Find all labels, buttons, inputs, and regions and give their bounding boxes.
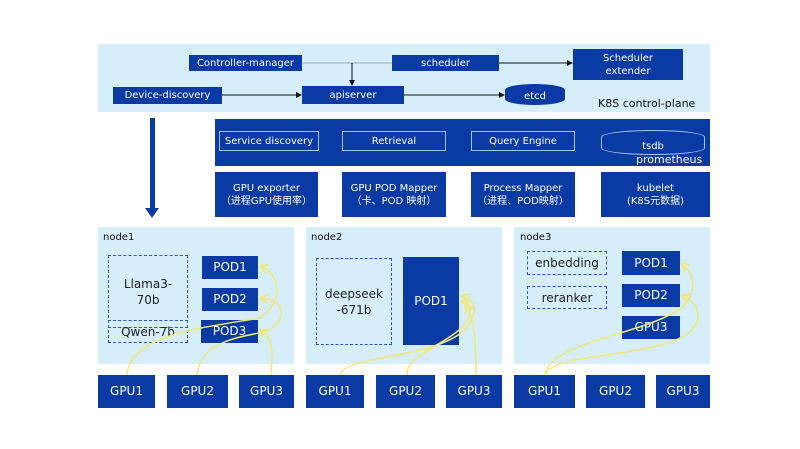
- kubelet-box: kubelet(K8S元数据): [601, 172, 710, 217]
- device-discovery-box: Device-discovery: [113, 87, 222, 104]
- link-n3-gpu1-pod2: [544, 296, 699, 376]
- link-n2-gpu2-pod1: [406, 302, 471, 376]
- controller-manager-box: Controller-manager: [189, 55, 302, 71]
- node2-label: node2: [311, 232, 343, 243]
- node3-gpu1: GPU1: [514, 375, 575, 408]
- reranker-model: reranker: [527, 286, 607, 309]
- node3-label: node3: [520, 232, 552, 243]
- link-n2-gpu1-pod1: [339, 296, 475, 376]
- process-mapper-box: Process Mapper（进程、POD映射）: [471, 172, 575, 217]
- exporter-title: Process Mapper: [483, 182, 563, 194]
- node2-gpu3: GPU3: [446, 375, 502, 408]
- node3-pod3: GPU3: [622, 316, 680, 339]
- embedding-model: enbedding: [527, 251, 607, 275]
- scheduler-box: scheduler: [392, 55, 499, 71]
- down-arrow-icon: [150, 118, 155, 210]
- node3-gpu3: GPU3: [656, 375, 710, 408]
- node2-gpu1: GPU1: [306, 375, 364, 408]
- prometheus-label: prometheus: [636, 153, 703, 166]
- arrowhead-icon: [145, 208, 159, 218]
- node1-pod2: POD2: [202, 288, 258, 311]
- node3-pod1: POD1: [622, 251, 680, 275]
- link-n1-gpu3-pod3: [261, 330, 273, 376]
- gpu-pod-mapper-box: GPU POD Mapper（卡、POD 映射）: [342, 172, 446, 217]
- deepseek-model: deepseek-671b: [316, 258, 392, 345]
- node1-gpu3: GPU3: [239, 375, 294, 408]
- node1-gpu2: GPU2: [167, 375, 228, 408]
- node3-gpu2: GPU2: [586, 375, 645, 408]
- node1-pod1: POD1: [202, 256, 258, 279]
- node1-gpu1: GPU1: [98, 375, 155, 408]
- service-discovery-box: Service discovery: [219, 131, 319, 151]
- link-n2-gpu3-pod1: [466, 305, 477, 376]
- exporter-sub: (K8S元数据): [626, 195, 685, 207]
- exporter-sub: （卡、POD 映射）: [351, 195, 437, 207]
- link-n1-gpu1-pod1: [126, 266, 278, 376]
- llama-model: Llama3-70b: [108, 255, 188, 328]
- node3-pod2: POD2: [622, 284, 680, 307]
- retrieval-box: Retrieval: [342, 131, 446, 151]
- etcd-database: etcd: [505, 84, 565, 105]
- apiserver-box: apiserver: [302, 86, 404, 104]
- node2-gpu2: GPU2: [376, 375, 435, 408]
- gpu-exporter-box: GPU exporter（进程GPU使用率）: [215, 172, 318, 217]
- exporter-title: GPU POD Mapper: [350, 182, 438, 194]
- tsdb-database: tsdb: [601, 130, 705, 155]
- exporter-title: GPU exporter: [233, 182, 300, 194]
- query-engine-box: Query Engine: [471, 131, 575, 151]
- link-n3-gpu1-pod1: [544, 264, 694, 376]
- node1-label: node1: [103, 232, 135, 243]
- exporter-sub: （进程、POD映射）: [477, 195, 569, 207]
- exporter-sub: （进程GPU使用率）: [220, 195, 313, 207]
- control-plane-label: K8S control-plane: [598, 97, 696, 110]
- scheduler-extender-box: Scheduler extender: [573, 49, 683, 80]
- exporter-title: kubelet: [636, 182, 675, 194]
- node2-pod1: POD1: [403, 257, 459, 345]
